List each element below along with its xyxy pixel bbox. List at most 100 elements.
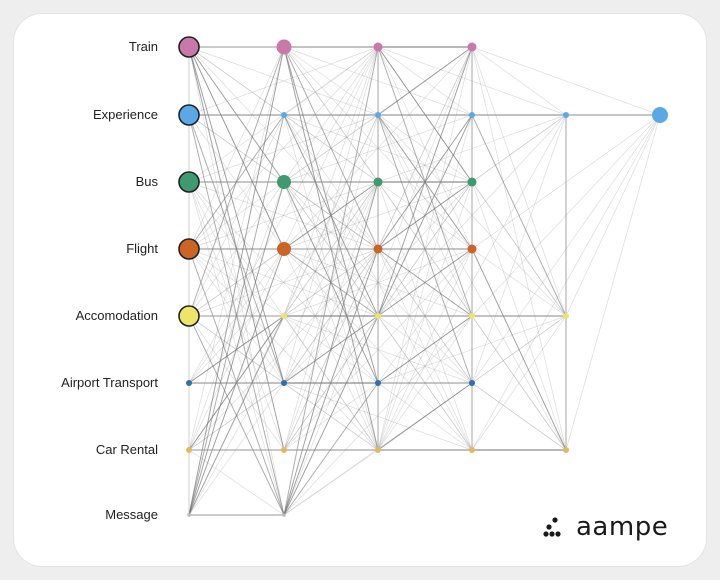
node-experience xyxy=(178,104,200,126)
edge xyxy=(471,315,567,451)
edge xyxy=(188,248,379,451)
aampe-logo: aampe xyxy=(542,512,668,542)
edge xyxy=(565,114,661,451)
edge xyxy=(188,181,379,384)
edge xyxy=(377,382,473,451)
node-airport-transport xyxy=(281,380,287,386)
edge xyxy=(471,114,567,384)
node-train xyxy=(276,39,292,55)
node-car-rental xyxy=(563,447,569,453)
node-accomodation xyxy=(469,313,475,319)
node-experience xyxy=(563,112,569,118)
edge xyxy=(377,315,473,384)
edge xyxy=(188,382,285,516)
node-experience xyxy=(375,112,381,118)
edge xyxy=(188,46,285,516)
row-label: Train xyxy=(128,39,158,54)
edge xyxy=(188,449,285,516)
node-train xyxy=(373,42,383,52)
edge xyxy=(283,181,379,516)
edge xyxy=(471,46,567,116)
edge xyxy=(188,46,379,116)
edge xyxy=(471,114,567,183)
edge xyxy=(377,46,473,250)
node-flight xyxy=(373,244,383,254)
node-experience xyxy=(281,112,287,118)
edge xyxy=(377,114,473,317)
edge xyxy=(188,46,379,116)
row-label: Accomodation xyxy=(75,308,158,323)
edge xyxy=(471,382,567,451)
edge xyxy=(188,114,379,183)
edge xyxy=(471,46,661,116)
node-bus xyxy=(373,177,383,187)
node-message xyxy=(187,513,191,517)
edge xyxy=(283,382,379,516)
edge xyxy=(471,248,567,451)
edge xyxy=(188,46,285,250)
node-flight xyxy=(178,238,200,260)
node-train xyxy=(178,36,200,58)
brand-name: aampe xyxy=(576,512,669,542)
node-accomodation xyxy=(563,313,569,319)
edges-layer xyxy=(188,46,661,516)
edge xyxy=(188,181,379,250)
edge xyxy=(377,46,473,116)
node-car-rental xyxy=(469,447,475,453)
edge xyxy=(471,114,567,317)
edge xyxy=(283,248,379,516)
node-accomodation xyxy=(281,313,287,319)
row-label: Airport Transport xyxy=(61,375,158,390)
edge xyxy=(188,315,285,516)
edge xyxy=(283,181,379,250)
node-train xyxy=(467,42,477,52)
edge xyxy=(188,248,379,317)
node-message xyxy=(282,513,286,517)
node-airport-transport xyxy=(186,380,192,386)
edge xyxy=(188,248,285,516)
node-flight xyxy=(277,242,291,256)
edge xyxy=(283,46,379,250)
edge xyxy=(188,248,379,317)
edge xyxy=(283,46,379,516)
edge xyxy=(188,248,379,451)
edge xyxy=(188,46,285,116)
node-bus xyxy=(178,171,200,193)
edge xyxy=(565,114,661,317)
node-experience xyxy=(469,112,475,118)
edge xyxy=(283,449,379,516)
edge xyxy=(283,315,379,516)
edge xyxy=(471,181,567,317)
node-airport-transport xyxy=(469,380,475,386)
node-bus xyxy=(277,175,291,189)
edge xyxy=(471,248,567,317)
row-label: Bus xyxy=(135,174,158,189)
row-label: Car Rental xyxy=(95,442,158,457)
edge xyxy=(377,46,473,250)
edge xyxy=(188,181,379,384)
node-airport-transport xyxy=(375,380,381,386)
edge xyxy=(188,181,285,516)
edge xyxy=(188,46,379,384)
node-experience xyxy=(652,107,668,123)
node-accomodation xyxy=(375,313,381,319)
aampe-logo-icon xyxy=(543,517,561,537)
nodes-layer xyxy=(178,36,668,517)
edge xyxy=(188,46,379,250)
edge xyxy=(188,181,379,516)
graph-card xyxy=(14,14,706,566)
edge xyxy=(471,315,567,451)
node-car-rental xyxy=(281,447,287,453)
node-car-rental xyxy=(186,447,192,453)
edge xyxy=(188,46,379,250)
row-label: Flight xyxy=(126,241,158,256)
row-label: Message xyxy=(105,507,158,522)
edge xyxy=(377,248,473,317)
edge xyxy=(471,46,567,451)
row-label: Experience xyxy=(92,107,158,122)
node-accomodation xyxy=(178,305,200,327)
edge xyxy=(471,46,567,317)
node-flight xyxy=(467,244,477,254)
node-car-rental xyxy=(375,447,381,453)
